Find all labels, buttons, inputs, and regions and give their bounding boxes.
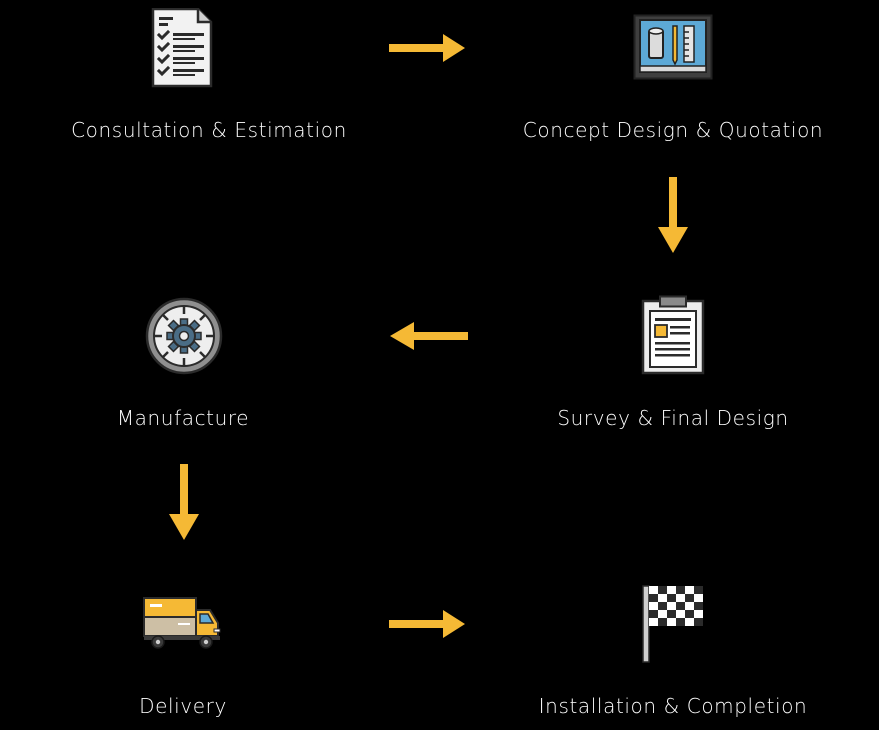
clipboard-icon xyxy=(641,295,705,375)
arrow-right-icon xyxy=(389,610,465,638)
checklist-document-icon xyxy=(151,8,213,88)
arrow-down-icon xyxy=(658,177,688,253)
step-label-survey-final-design: Survey & Final Design xyxy=(557,406,789,430)
arrow-right-icon xyxy=(389,34,465,62)
step-label-consultation: Consultation & Estimation xyxy=(71,118,347,142)
blueprint-drawing-icon xyxy=(633,14,713,80)
checkered-flag-icon xyxy=(642,585,703,663)
step-label-concept-design: Concept Design & Quotation xyxy=(522,118,824,142)
delivery-truck-icon xyxy=(143,597,221,649)
step-label-manufacture: Manufacture xyxy=(116,406,250,430)
gear-dial-icon xyxy=(145,297,223,375)
arrow-down-icon xyxy=(169,464,199,540)
step-label-delivery: Delivery xyxy=(139,694,227,718)
arrow-left-icon xyxy=(390,322,468,350)
step-label-installation: Installation & Completion xyxy=(538,694,808,718)
